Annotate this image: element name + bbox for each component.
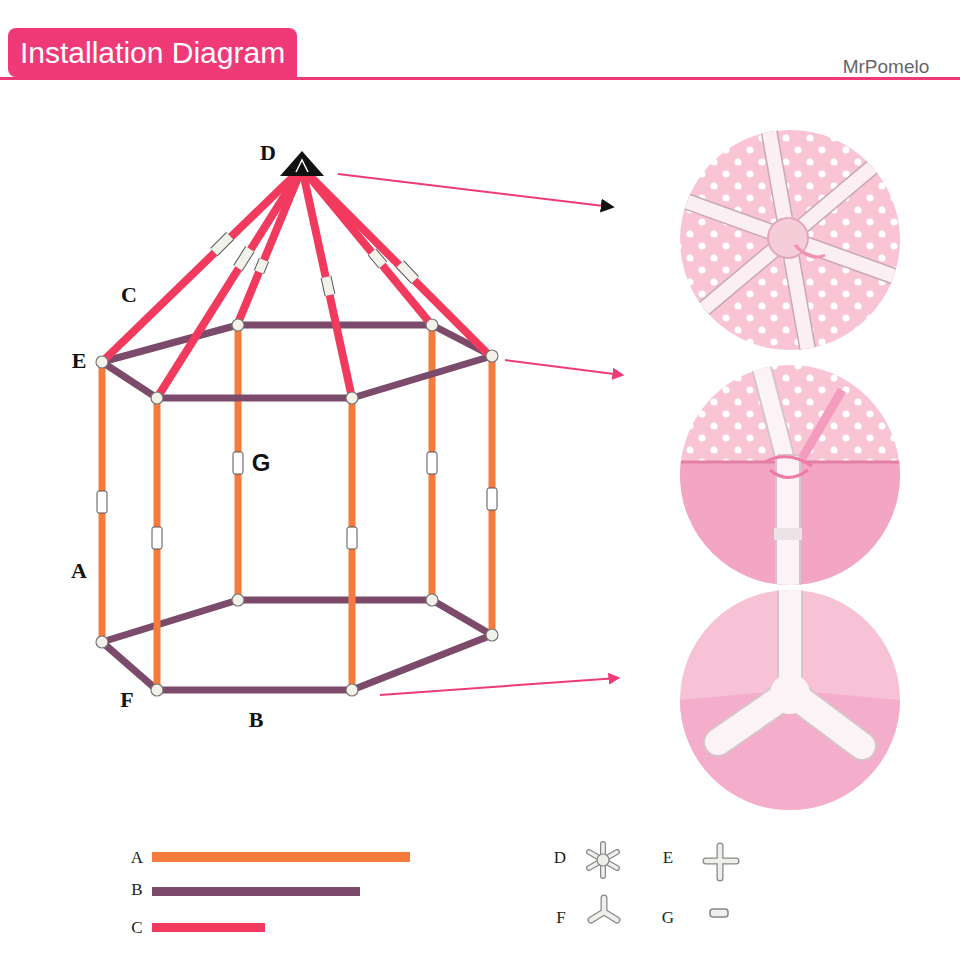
legend-letter: F xyxy=(556,909,565,926)
header-rule xyxy=(0,77,960,80)
pole-c xyxy=(302,168,490,356)
part-letter: C xyxy=(121,284,137,306)
sleeve-g xyxy=(487,488,497,510)
legend-bar xyxy=(152,887,360,896)
corner-connectors xyxy=(96,319,498,696)
legend-bar xyxy=(152,852,410,862)
pole-c xyxy=(157,168,302,398)
bar-b xyxy=(157,395,352,402)
legend-icon-d xyxy=(589,844,617,876)
pole-c xyxy=(238,168,302,323)
brand-watermark: MrPomelo xyxy=(843,57,930,76)
photo-bottom-corner xyxy=(680,585,900,810)
sleeve-g xyxy=(152,527,162,549)
roof-sleeves xyxy=(214,236,415,295)
legend-icon-e xyxy=(706,846,736,878)
part-letter: G xyxy=(252,451,271,475)
pointer-arrows xyxy=(338,174,622,695)
bar-b xyxy=(238,597,432,604)
part-letter: A xyxy=(71,560,87,582)
legend-icon-f xyxy=(591,898,617,920)
sleeve-g xyxy=(233,452,243,474)
sleeve-g xyxy=(427,452,437,474)
legend-letter: E xyxy=(663,849,673,866)
legend-letter: G xyxy=(662,909,674,926)
apex-connector xyxy=(280,151,324,176)
legend-bar xyxy=(152,923,265,932)
sleeve-g xyxy=(347,527,357,549)
legend-letter: B xyxy=(131,881,142,898)
legend-icon-g xyxy=(710,909,728,917)
part-letter: B xyxy=(249,709,264,731)
legend-letter: A xyxy=(131,849,143,866)
bar-b xyxy=(102,600,238,642)
legend-letter: C xyxy=(131,919,142,936)
part-letter: F xyxy=(120,689,133,711)
vertical-poles xyxy=(102,325,492,690)
title-tab: Installation Diagram xyxy=(8,28,297,77)
legend-letter: D xyxy=(554,849,566,866)
roof-poles xyxy=(102,168,490,398)
sleeve-g xyxy=(97,491,107,513)
photo-apex xyxy=(670,120,910,360)
pole-c xyxy=(302,168,352,398)
part-letter: E xyxy=(72,350,87,372)
bar-b xyxy=(352,356,492,398)
bar-b xyxy=(102,642,157,690)
part-letter: D xyxy=(260,142,276,164)
photo-top-corner xyxy=(680,362,900,605)
bar-b xyxy=(352,635,492,690)
bar-b xyxy=(432,600,492,635)
bar-b xyxy=(157,687,352,694)
sleeve-connectors xyxy=(97,452,497,549)
bar-b xyxy=(102,362,157,398)
